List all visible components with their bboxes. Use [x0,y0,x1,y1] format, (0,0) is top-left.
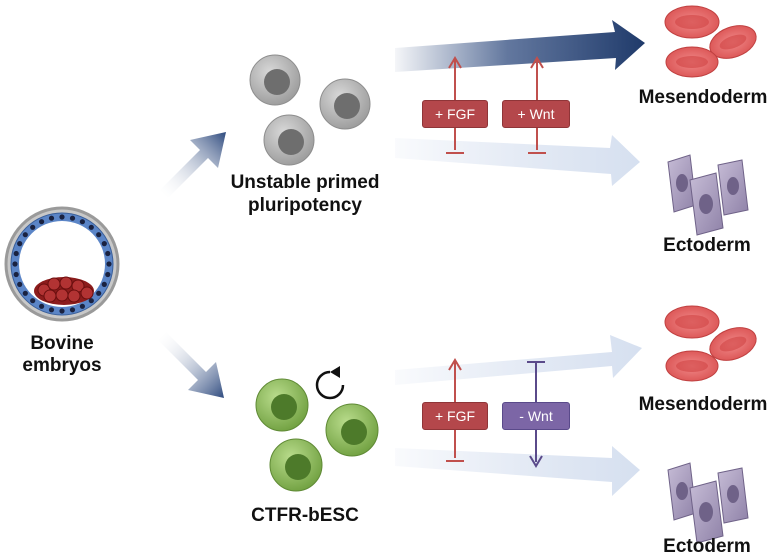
ectoderm-cell-icon [667,154,749,236]
label-mesendoderm-top: Mesendoderm [638,87,768,108]
trophoblast-nucleus [105,271,111,278]
trophoblast-nucleus [88,298,94,304]
trophoblast-nucleus [13,250,19,257]
trophoblast-nucleus [30,298,36,304]
trophoblast-nucleus [101,241,107,247]
blastocyst-icon [4,206,120,322]
trophoblast-nucleus [101,281,107,287]
trophoblast-nucleus [39,219,45,225]
label-bovine: Bovine [30,333,94,354]
trophoblast-nucleus [17,241,23,247]
factor-bottom-fgf: + FGF [422,402,488,430]
label-ectoderm-bottom: Ectoderm [663,536,751,557]
trophoblast-nucleus [48,215,55,221]
factor-top-wnt: + Wnt [502,100,570,128]
trophoblast-nucleus [48,307,55,313]
trophoblast-nucleus [39,303,45,309]
trophoblast-nucleus [12,261,18,267]
label-mesendoderm-bottom: Mesendoderm [638,394,768,415]
label-unstable-primed: Unstable primed [230,172,380,193]
inner-cell-mass [34,276,94,305]
arrow-to-primed [160,132,226,198]
trophoblast-nucleus [88,224,94,230]
trophoblast-nucleus [96,290,102,296]
red-blood-cell-icon [664,305,757,382]
label-pluripotency: pluripotency [247,195,362,216]
arrow-primed-to-ectoderm [395,135,640,186]
arrow-to-ctfr [158,332,224,398]
trophoblast-nucleus [106,261,112,267]
ectoderm-cell-icon [667,462,749,544]
trophoblast-nucleus [105,250,111,257]
trophoblast-nucleus [59,308,65,314]
trophoblast-nucleus [17,281,23,287]
trophoblast-nucleus [79,303,85,309]
self-renewal-arrow-icon [315,366,345,400]
label-ctfr-besc: CTFR-bESC [251,505,359,526]
factor-bottom-wnt: - Wnt [502,402,570,430]
label-ectoderm-top: Ectoderm [663,235,751,256]
arrow-primed-to-mesendoderm [395,20,645,72]
trophoblast-nucleus [22,290,28,296]
arrow-ctfr-to-mesendoderm [395,335,642,385]
trophoblast-nucleus [69,215,76,221]
trophoblast-nucleus [22,232,28,238]
trophoblast-nucleus [69,307,76,313]
trophoblast-nucleus [13,271,19,278]
trophoblast-nucleus [79,219,85,225]
trophoblast-nucleus [96,232,102,238]
factor-top-fgf: + FGF [422,100,488,128]
trophoblast-nucleus [59,214,65,220]
trophoblast-nucleus [30,224,36,230]
red-blood-cell-icon [664,5,757,78]
label-embryos: embryos [22,355,102,376]
arrow-ctfr-to-ectoderm [395,446,640,496]
grey-cell-icon [249,54,371,166]
green-cell-icon [255,378,379,492]
